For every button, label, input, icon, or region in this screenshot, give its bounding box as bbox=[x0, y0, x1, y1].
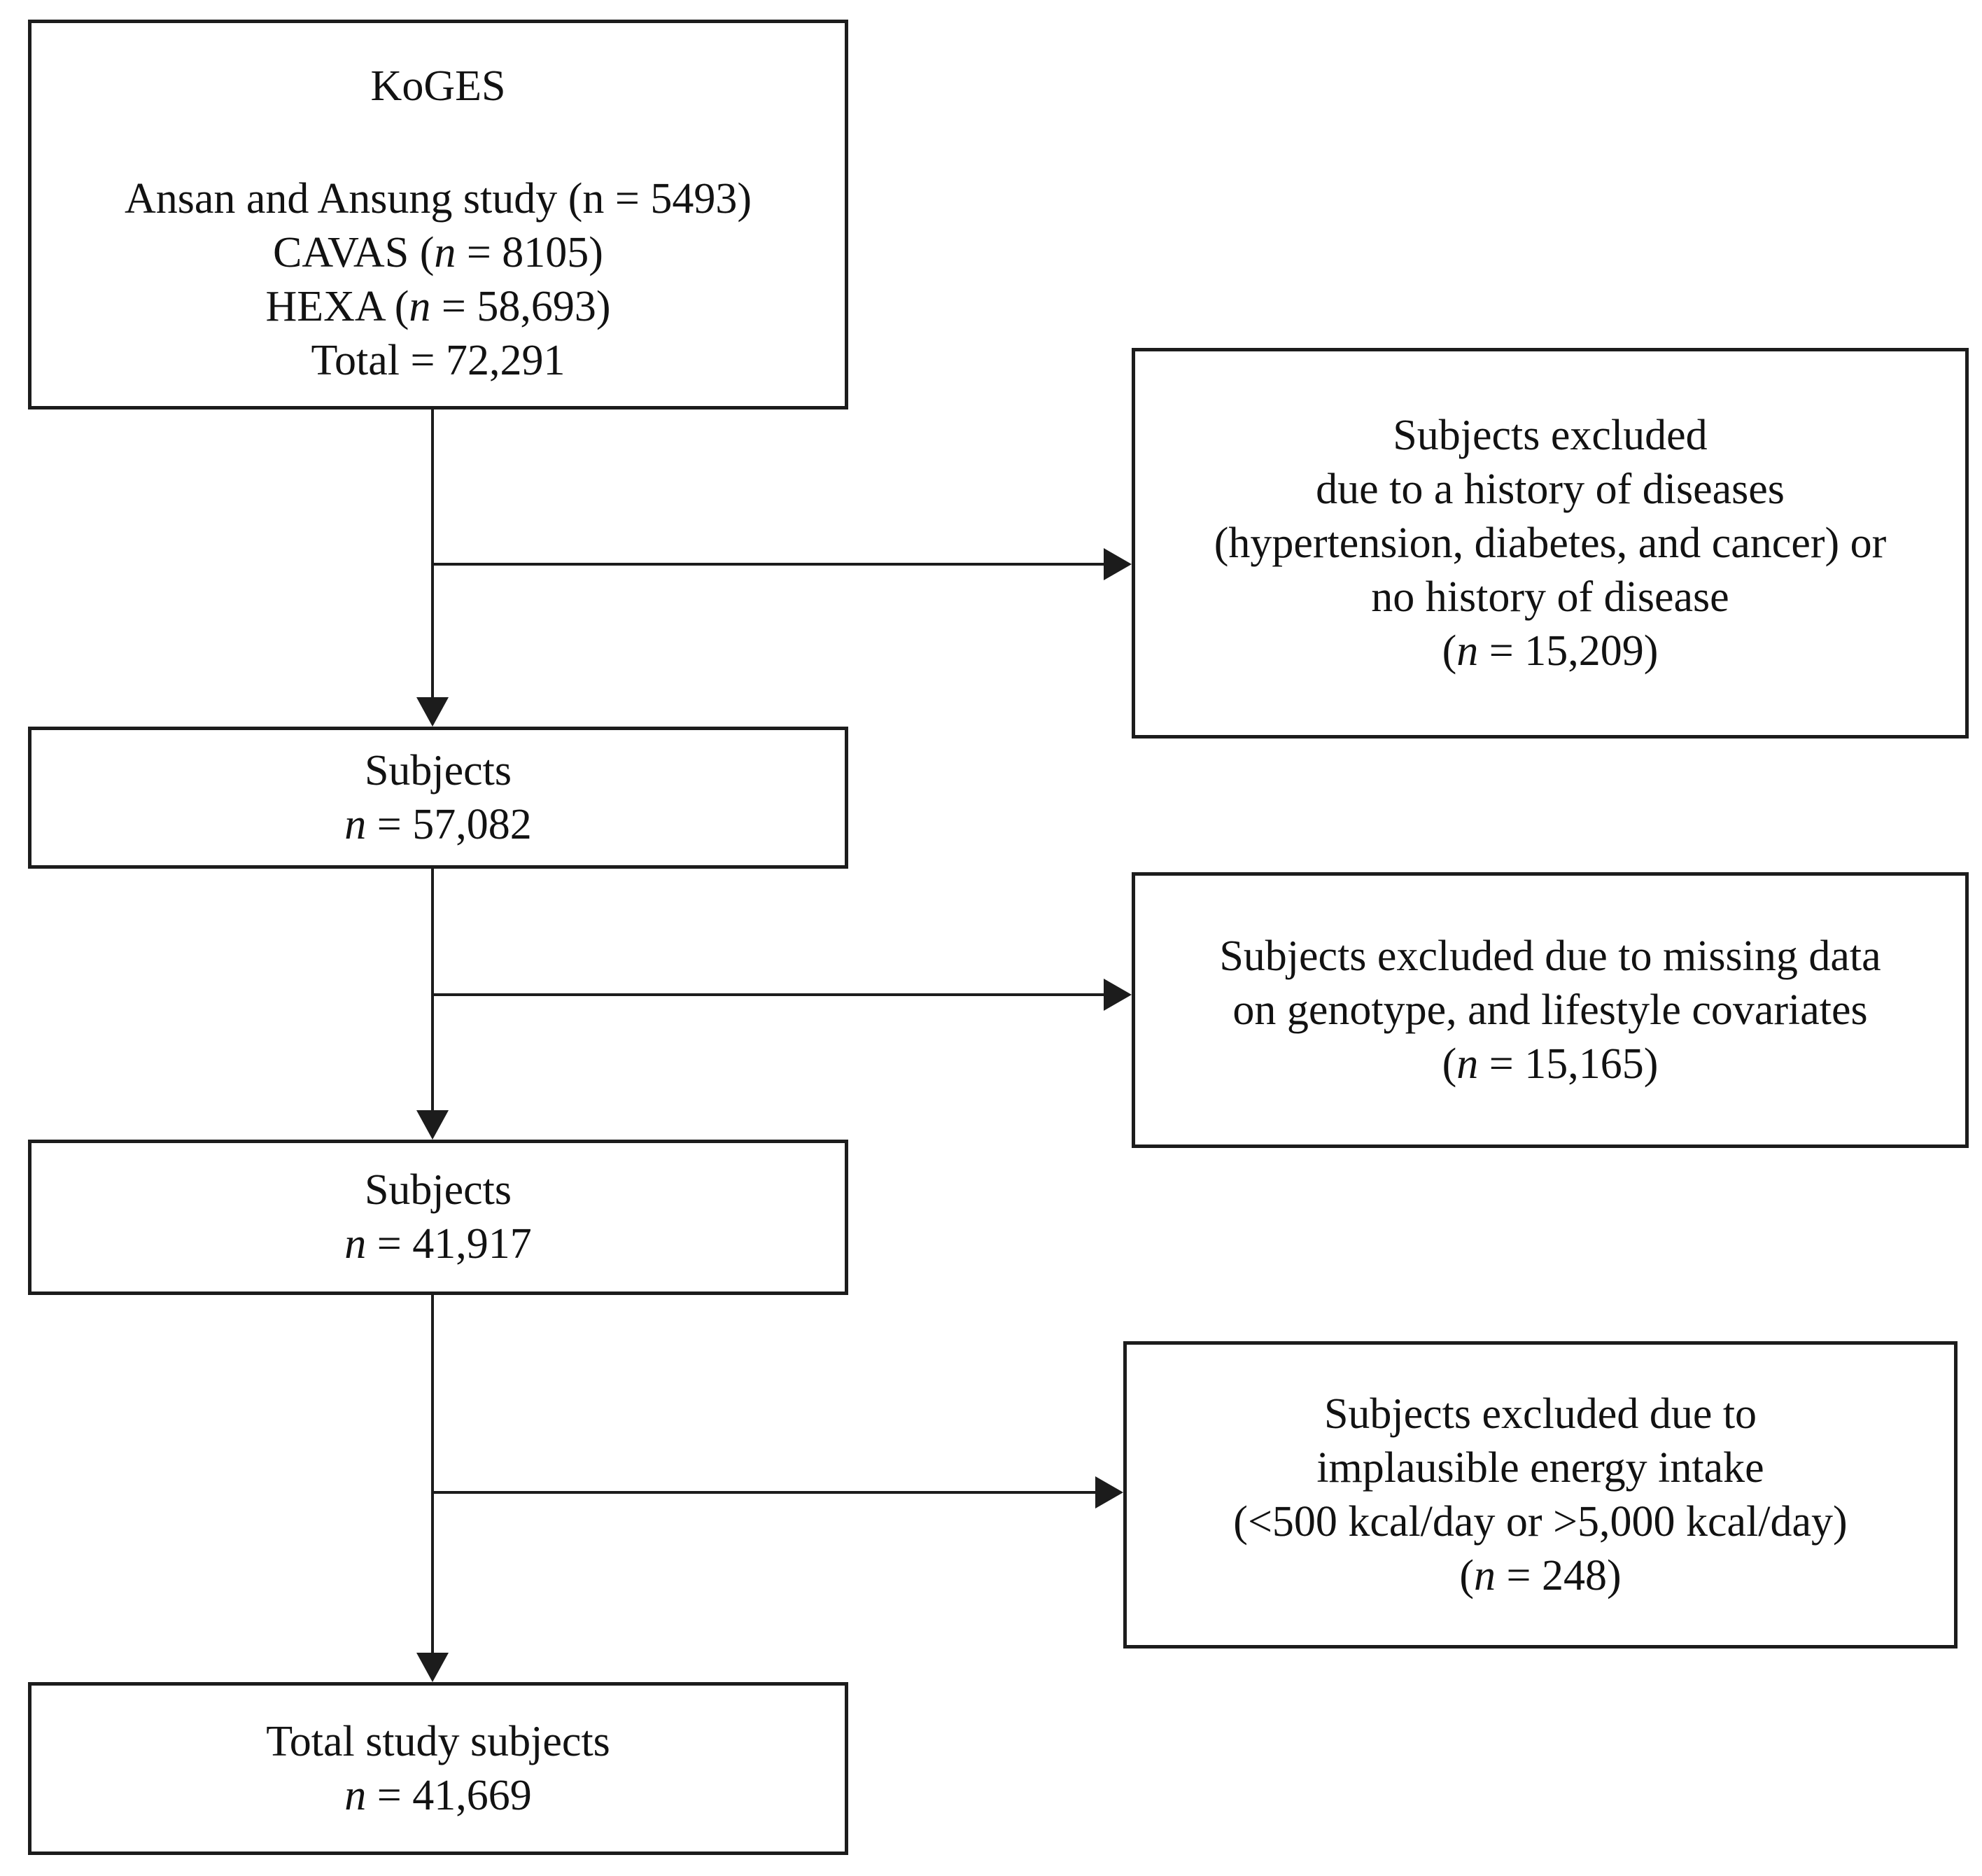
excluded-missing-count: (n = 15,165) bbox=[1442, 1040, 1659, 1088]
koges-ansan-line: Ansan and Ansung study (n = 5493) bbox=[124, 175, 752, 223]
arrowhead-right-exclusion2 bbox=[1104, 979, 1132, 1011]
excluded-energy-line-1: Subjects excluded due to bbox=[1323, 1390, 1757, 1438]
excluded-energy-line-2: implausible energy intake bbox=[1316, 1443, 1764, 1492]
excluded-disease-line-3: (hypertension, diabetes, and cancer) or bbox=[1214, 519, 1887, 567]
koges-source-box: KoGES Ansan and Ansung study (n = 5493) … bbox=[28, 20, 848, 410]
subjects-57082-label: Subjects bbox=[364, 746, 512, 794]
arrowhead-down-subjects1 bbox=[416, 697, 449, 727]
excluded-disease-count: (n = 15,209) bbox=[1442, 626, 1659, 675]
branch-line-exclusion3 bbox=[433, 1491, 1095, 1494]
arrowhead-down-total bbox=[416, 1653, 449, 1682]
excluded-disease-line-1: Subjects excluded bbox=[1393, 411, 1708, 459]
excluded-missing-line-1: Subjects excluded due to missing data bbox=[1219, 932, 1881, 980]
koges-cavas-line: CAVAS (n = 8105) bbox=[273, 229, 603, 276]
branch-line-exclusion1 bbox=[433, 563, 1104, 566]
connector-subjects2-to-total bbox=[431, 1295, 434, 1653]
total-study-label: Total study subjects bbox=[266, 1717, 610, 1765]
excluded-disease-line-2: due to a history of diseases bbox=[1316, 465, 1785, 513]
total-study-count: n = 41,669 bbox=[344, 1771, 532, 1819]
excluded-missing-line-2: on genotype, and lifestyle covariates bbox=[1232, 986, 1868, 1034]
excluded-energy-line-3: (<500 kcal/day or >5,000 kcal/day) bbox=[1233, 1497, 1848, 1546]
koges-hexa-line: HEXA (n = 58,693) bbox=[265, 283, 611, 330]
connector-subjects1-to-subjects2 bbox=[431, 869, 434, 1110]
subjects-57082-box: Subjects n = 57,082 bbox=[28, 727, 848, 869]
total-study-subjects-box: Total study subjects n = 41,669 bbox=[28, 1682, 848, 1855]
arrowhead-right-exclusion3 bbox=[1095, 1476, 1123, 1508]
arrowhead-down-subjects2 bbox=[416, 1110, 449, 1140]
koges-total-line: Total = 72,291 bbox=[311, 337, 565, 384]
arrowhead-right-exclusion1 bbox=[1104, 548, 1132, 580]
subjects-41917-box: Subjects n = 41,917 bbox=[28, 1140, 848, 1295]
subjects-41917-label: Subjects bbox=[364, 1166, 512, 1214]
koges-title: KoGES bbox=[370, 62, 506, 110]
connector-koges-to-subjects1 bbox=[431, 410, 434, 697]
subjects-41917-count: n = 41,917 bbox=[344, 1220, 532, 1268]
subjects-57082-count: n = 57,082 bbox=[344, 800, 532, 848]
branch-line-exclusion2 bbox=[433, 993, 1104, 996]
excluded-energy-count: (n = 248) bbox=[1459, 1551, 1622, 1600]
excluded-energy-intake-box: Subjects excluded due to implausible ene… bbox=[1123, 1341, 1958, 1648]
excluded-disease-history-box: Subjects excluded due to a history of di… bbox=[1132, 348, 1969, 738]
excluded-missing-data-box: Subjects excluded due to missing data on… bbox=[1132, 872, 1969, 1148]
excluded-disease-line-4: no history of disease bbox=[1371, 573, 1729, 621]
